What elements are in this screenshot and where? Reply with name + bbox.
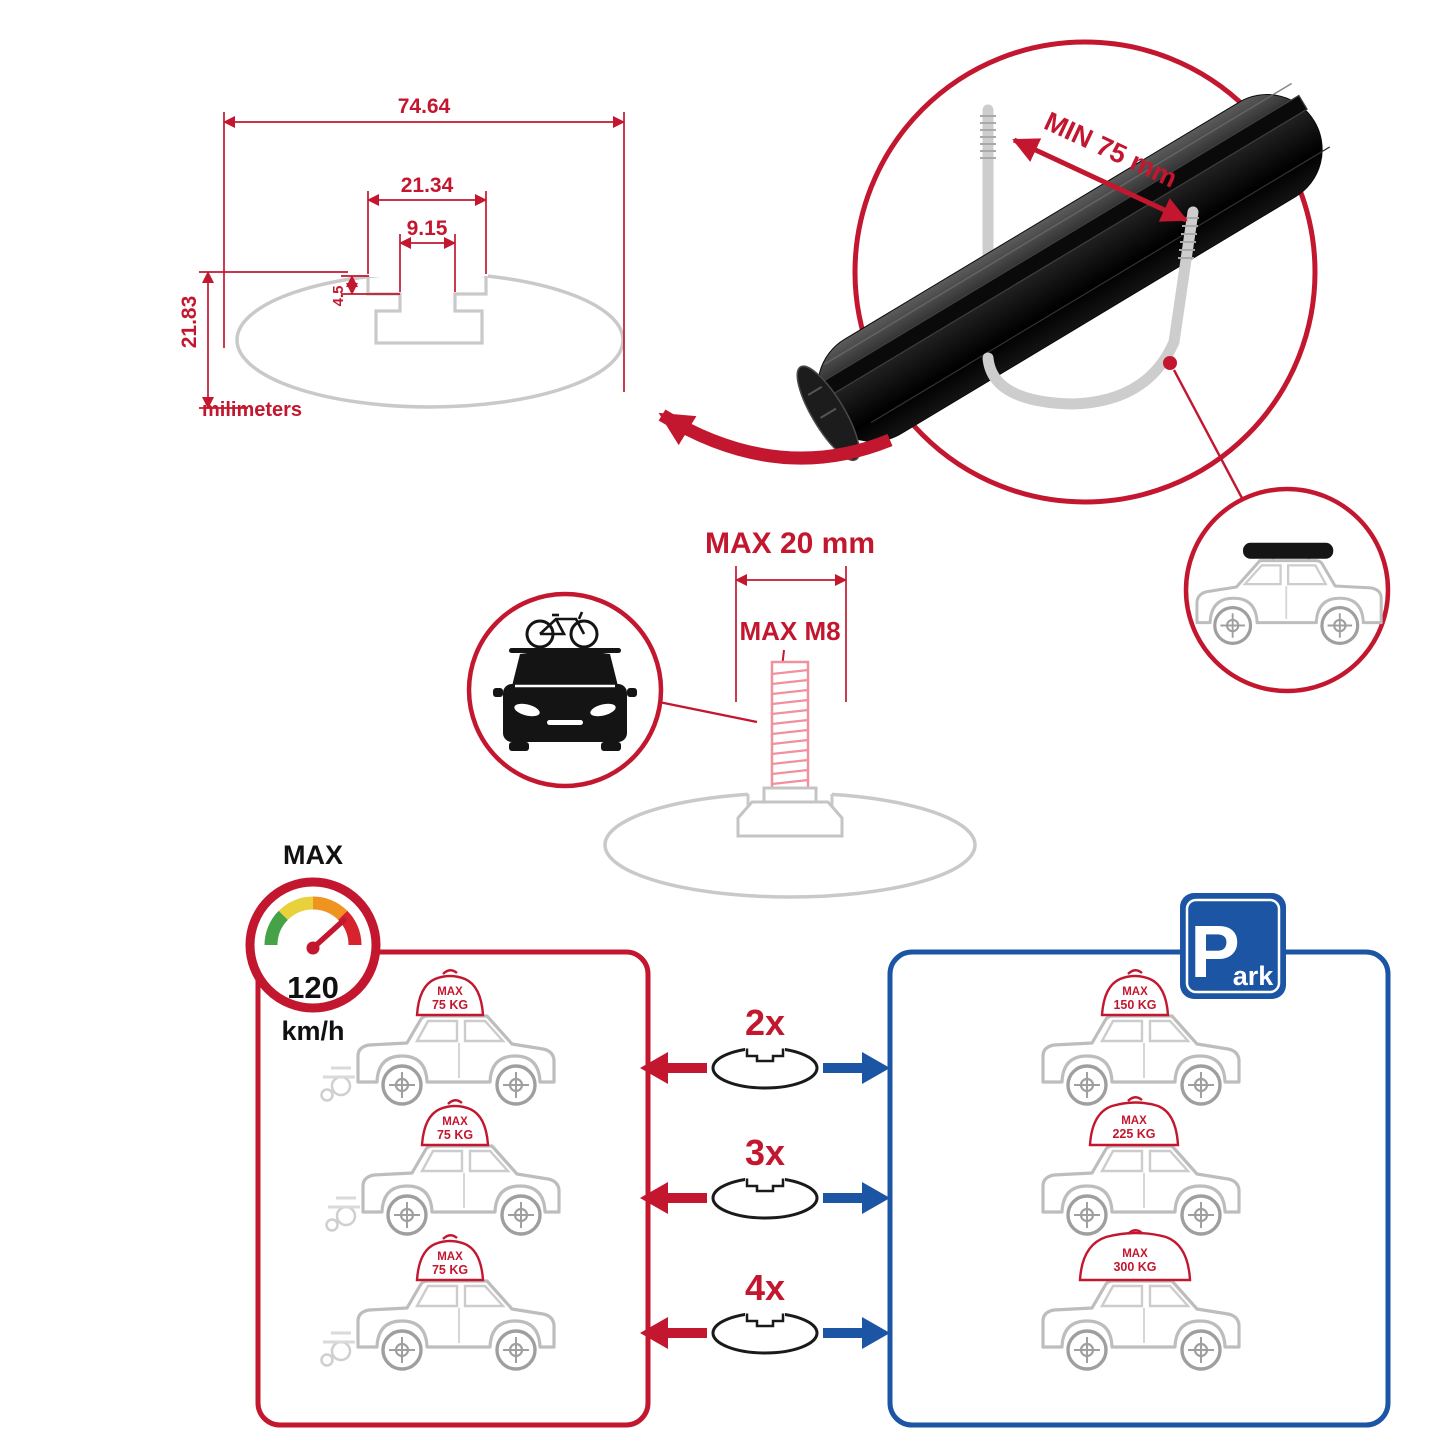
dim-channel-width-label: 21.34: [401, 174, 454, 197]
t-slot-channel: [366, 276, 488, 345]
park-sign-board: [1180, 893, 1286, 999]
roof-load-icon: [1100, 974, 1170, 1017]
bolt-diagram: MAX 20 mm MAX M8: [466, 527, 977, 899]
dim-total-height-label: 21.83: [178, 296, 201, 349]
roof-load-weight: 300 KG: [1113, 1260, 1156, 1274]
bike-icon: [525, 611, 599, 649]
roof-load-max: MAX: [437, 1251, 463, 1263]
gauge-pivot: [306, 941, 320, 955]
dim-step-depth: [341, 275, 400, 295]
driving-cars: MAX 75 KG MAX 75 KG MAX 75 KG: [322, 969, 560, 1369]
car-front-icon: [493, 611, 637, 751]
roof-load-max: MAX: [442, 1116, 468, 1128]
gauge-arc-red: [337, 910, 362, 946]
dim-total-width-label: 74.64: [398, 95, 451, 118]
roof-box-icon: [1243, 542, 1334, 559]
driving-car-row: MAX 75 KG: [322, 969, 555, 1104]
roof-load-max: MAX: [1121, 1115, 1147, 1127]
gauge-arc-green: [264, 910, 289, 946]
dim-total-width: [223, 112, 625, 392]
bike-car-circle: [466, 591, 758, 789]
roof-load-weight: 75 KG: [432, 998, 468, 1012]
park-sign: P ark: [1180, 893, 1286, 999]
crossbar-render: MIN 75 mm: [658, 39, 1391, 694]
callout-line: [1172, 369, 1245, 501]
driving-car-row: MAX 75 KG: [327, 1099, 560, 1234]
suv-roofbox-circle: [1183, 486, 1391, 694]
roof-load-max: MAX: [1122, 1248, 1148, 1260]
bolt-collar: [762, 786, 818, 804]
dim-slot-width: [399, 234, 456, 292]
roof-load-weight: 225 KG: [1112, 1127, 1155, 1141]
multiplier-label: 4x: [745, 1267, 785, 1308]
crossbar-cross-section-outline: [235, 271, 625, 409]
speed-value: 120: [287, 970, 339, 1005]
exchange-row-2: [640, 1174, 890, 1218]
max-speed-label: MAX: [283, 840, 343, 870]
gauge-needle: [310, 917, 347, 951]
exchange-row-1: [640, 1044, 890, 1088]
park-sign-p: P: [1190, 910, 1239, 993]
roof-load-icon: [1088, 1101, 1180, 1147]
parked-cars: MAX 150 KG MAX 225 KG MAX 300 KG: [1041, 969, 1241, 1371]
dim-total-height: [199, 271, 348, 409]
bolt-drawing: [603, 660, 977, 899]
exchange-row-3: [640, 1309, 890, 1353]
min-clamp-arrow: [1012, 137, 1188, 223]
max-bolt-length-dim: [735, 566, 847, 702]
parked-car-row: MAX 225 KG: [1041, 1096, 1241, 1236]
unit-label: milimeters: [202, 399, 302, 421]
dimension-diagram: 74.64 21.34 9.15 4.5 21.83 mili: [178, 95, 625, 421]
dim-slot-width-label: 9.15: [407, 217, 448, 240]
multiplier-label: 2x: [745, 1002, 785, 1043]
roof-load-weight: 150 KG: [1113, 998, 1156, 1012]
dim-step-depth-label: 4.5: [330, 286, 347, 307]
roof-load-icon: [415, 1239, 485, 1282]
max-thread-label: MAX M8: [739, 616, 840, 646]
t-nut: [736, 800, 844, 838]
gauge-arc-orange: [312, 896, 348, 921]
park-sign-ark: ark: [1233, 961, 1275, 991]
max-bolt-length-label: MAX 20 mm: [705, 527, 875, 560]
driving-car-row: MAX 75 KG: [322, 1234, 555, 1369]
roof-load-weight: 75 KG: [437, 1128, 473, 1142]
gauge-arc-yellow: [278, 896, 314, 921]
parked-car-row: MAX 300 KG: [1041, 1229, 1241, 1371]
slot-mask: [366, 256, 488, 277]
dim-channel-width: [367, 191, 487, 274]
roof-load-icon: [420, 1104, 490, 1147]
roof-load-weight: 75 KG: [432, 1263, 468, 1277]
roof-load-max: MAX: [437, 986, 463, 998]
clamp-point-dot: [1163, 356, 1177, 370]
cross-section-pointer-arrow: [658, 409, 893, 465]
parked-car-row: MAX 150 KG: [1041, 969, 1241, 1106]
bolt-pointer-line: [658, 700, 758, 724]
speed-unit: km/h: [281, 1016, 344, 1046]
speed-gauge: MAX 120 km/h: [245, 840, 381, 1046]
multiplier-rows: 2x 3x 4x: [640, 1002, 890, 1353]
roof-load-icon: [415, 974, 485, 1017]
roof-load-max: MAX: [1122, 986, 1148, 998]
multiplier-label: 3x: [745, 1132, 785, 1173]
roof-load-icon: [1078, 1231, 1192, 1282]
detail-circle: [852, 39, 1318, 505]
